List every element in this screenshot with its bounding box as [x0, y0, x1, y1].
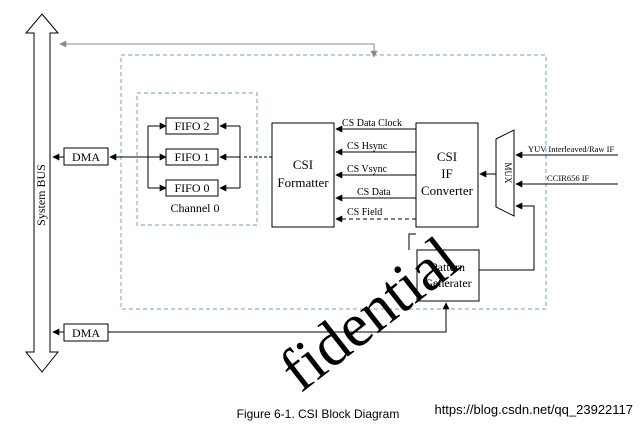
csi-if-converter-box: [415, 122, 479, 228]
fifo0-label: FIFO 0: [174, 181, 209, 195]
channel-label: Channel 0: [171, 201, 220, 215]
dma-bottom-label: DMA: [72, 326, 100, 340]
converter-line1: CSI: [437, 149, 457, 164]
pattern-generator-box: [416, 249, 480, 302]
figure-caption: Figure 6-1. CSI Block Diagram: [237, 407, 400, 421]
dma-top-label: DMA: [72, 150, 100, 164]
pattern-line2: Generater: [424, 276, 471, 290]
dma-bottom-to-pattern: [108, 302, 450, 333]
channel-boundary: [136, 92, 258, 226]
pattern-to-mux: [479, 202, 535, 271]
input-ccir: CCIR656 IF: [547, 173, 590, 183]
converter-line2: IF: [441, 166, 453, 181]
system-bus-arrow: [24, 13, 60, 373]
system-bus-label: System BUS: [34, 164, 48, 226]
watermark-text: fidential: [267, 224, 472, 405]
bus-control-path: [60, 43, 378, 58]
fifo2-label: FIFO 2: [174, 119, 209, 133]
signal-data: CS Data: [357, 187, 391, 198]
fifo1-label: FIFO 1: [174, 150, 209, 164]
watermark-url: https://blog.csdn.net/qq_23922117: [434, 402, 633, 417]
signal-hsync: CS Hsync: [347, 141, 388, 152]
mux-label: MUX: [503, 162, 513, 184]
formatter-line1: CSI: [293, 157, 313, 172]
converter-line3: Converter: [421, 183, 474, 198]
mux-shape: [495, 129, 515, 217]
input-yuv: YUV Interleaved/Raw IF: [528, 144, 615, 154]
pattern-line1: Pattern: [431, 260, 465, 274]
formatter-line2: Formatter: [277, 175, 329, 190]
signal-field: CS Field: [347, 207, 382, 218]
signal-data-clock: CS Data Clock: [342, 118, 402, 129]
pattern-to-converter: [408, 233, 416, 250]
signal-vsync: CS Vsync: [347, 164, 388, 175]
csi-formatter-box: [271, 122, 335, 228]
csi-module-boundary: [120, 54, 547, 310]
